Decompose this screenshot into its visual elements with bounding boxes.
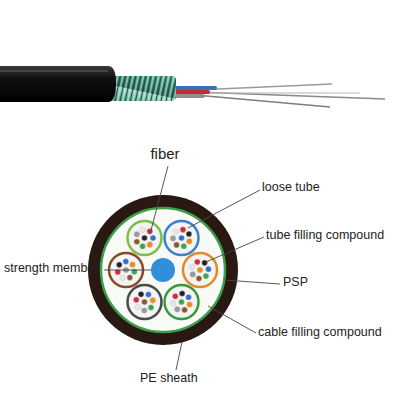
fiber-dot [197,267,203,273]
fiber-dot [186,231,192,237]
fiber-dot [189,264,195,270]
fiber-dot [181,243,187,249]
loose-tube [128,221,162,255]
fiber-dot [187,302,193,308]
leader-line [188,190,260,228]
pe-sheath-photo [0,66,116,102]
fiber-dot [187,239,193,245]
fiber-dot [130,262,136,268]
leader-line [150,166,168,234]
fiber-dot [138,291,144,297]
fiber-dot [148,305,154,311]
fiber-strand [195,95,330,107]
fiber-dot [174,307,180,313]
fiber-dot [196,276,202,282]
fiber-dot [179,235,185,241]
fiber-dot [120,275,126,281]
part-label: PSP [283,276,308,290]
fiber-dot [134,232,140,238]
psp-ring [101,208,225,332]
loose-tube [165,285,199,319]
fiber-dot [174,242,180,248]
fiber-dot [135,304,141,310]
part-label: strength member [4,262,98,276]
part-label: loose tube [262,181,320,195]
fiber-dot [140,243,146,249]
fiber-dot [141,308,147,314]
strength-member [151,258,175,282]
fiber-dot [116,262,122,268]
leader-line [224,280,280,284]
fiber-dot [182,307,188,313]
cable-photo [0,66,385,107]
fiber-dot [150,235,156,241]
fiber-dot [142,235,148,241]
fiber-dot [142,299,148,305]
fiber-dot [190,272,196,278]
fiber-dot [123,259,129,265]
fiber-dot [186,294,192,300]
fiber-dot [170,236,176,242]
fiber-dot [134,239,140,245]
fiber-dot [150,298,156,304]
fiber-dot [170,300,176,306]
fiber-strand [195,92,360,93]
sheath-highlight [0,70,108,72]
fiber-dot [172,293,178,299]
part-label: cable filling compound [258,326,382,340]
fiber-dot [202,260,208,266]
fiber-dot [127,275,133,281]
leader-lines [104,166,280,370]
loose-tube [165,221,199,255]
leader-line [206,237,264,262]
fiber-dot [206,266,212,272]
fiber-dot [147,242,153,248]
fiber-dot [179,291,185,297]
cable-filling [105,212,221,328]
fiber-dot [180,227,186,233]
loose-tube [128,285,162,319]
fiber-dot [203,273,209,279]
leader-line [208,306,256,333]
fiber-dot [133,297,139,303]
part-label: PE sheath [140,372,198,386]
fiber-dot [195,259,201,265]
leader-line [104,270,151,271]
part-label: tube filling compound [266,229,384,243]
part-label: fiber [150,146,179,163]
fiber-dot [140,227,146,233]
fiber-dot [179,299,185,305]
leader-line [176,342,182,370]
loose-tube [183,253,217,287]
cross-section [88,195,238,345]
fiber-dot [146,292,152,298]
pe-sheath-ring [88,195,238,345]
fiber-dot [173,229,179,235]
